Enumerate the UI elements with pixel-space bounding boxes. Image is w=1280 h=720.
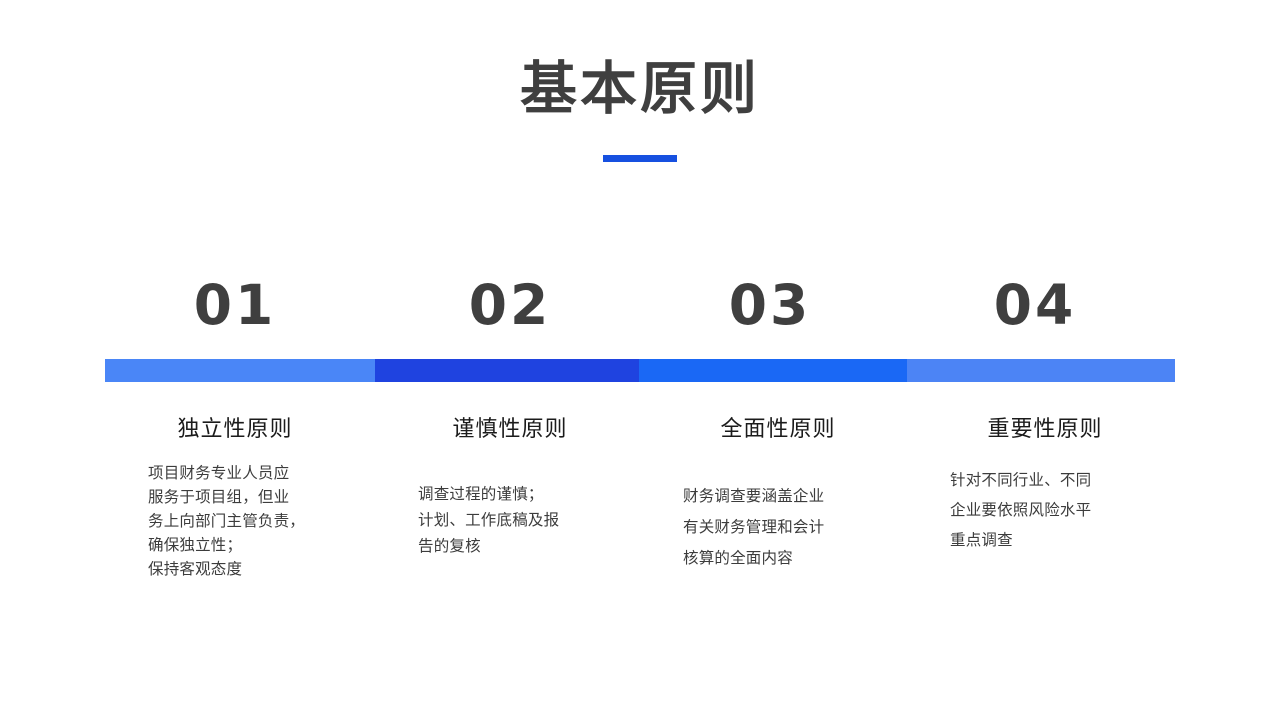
- content-column-03: 全面性原则 财务调查要涵盖企业 有关财务管理和会计 核算的全面内容: [683, 415, 873, 574]
- step-numbers-row: 01 02 03 04: [105, 274, 1175, 340]
- timeline-segment-04: [907, 359, 1175, 382]
- content-column-01: 独立性原则 项目财务专业人员应 服务于项目组，但业 务上向部门主管负责， 确保独…: [148, 415, 338, 581]
- timeline-bar: [105, 359, 1175, 382]
- timeline-segment-01: [105, 359, 375, 382]
- column-body-03: 财务调查要涵盖企业 有关财务管理和会计 核算的全面内容: [683, 487, 825, 567]
- content-column-04: 重要性原则 针对不同行业、不同 企业要依照风险水平 重点调查: [950, 415, 1140, 555]
- column-body-02: 调查过程的谨慎； 计划、工作底稿及报 告的复核: [418, 485, 560, 555]
- column-heading-01: 独立性原则: [177, 417, 293, 442]
- column-heading-03: 全面性原则: [720, 417, 836, 442]
- step-number-01: 01: [193, 273, 277, 337]
- column-body-04: 针对不同行业、不同 企业要依照风险水平 重点调查: [950, 471, 1092, 549]
- page-title: 基本原则: [520, 56, 760, 122]
- content-columns: 独立性原则 项目财务专业人员应 服务于项目组，但业 务上向部门主管负责， 确保独…: [0, 415, 1280, 645]
- step-number-04: 04: [993, 273, 1077, 337]
- timeline-segment-03: [639, 359, 907, 382]
- step-number-03: 03: [728, 273, 812, 337]
- timeline-segment-02: [375, 359, 639, 382]
- column-heading-02: 谨慎性原则: [452, 417, 568, 442]
- column-heading-04: 重要性原则: [987, 417, 1103, 442]
- content-column-02: 谨慎性原则 调查过程的谨慎； 计划、工作底稿及报 告的复核: [418, 415, 608, 559]
- column-body-01: 项目财务专业人员应 服务于项目组，但业 务上向部门主管负责， 确保独立性； 保持…: [148, 464, 306, 578]
- title-block: 基本原则: [0, 58, 1280, 162]
- step-number-02: 02: [468, 273, 552, 337]
- title-underline-accent: [603, 154, 677, 162]
